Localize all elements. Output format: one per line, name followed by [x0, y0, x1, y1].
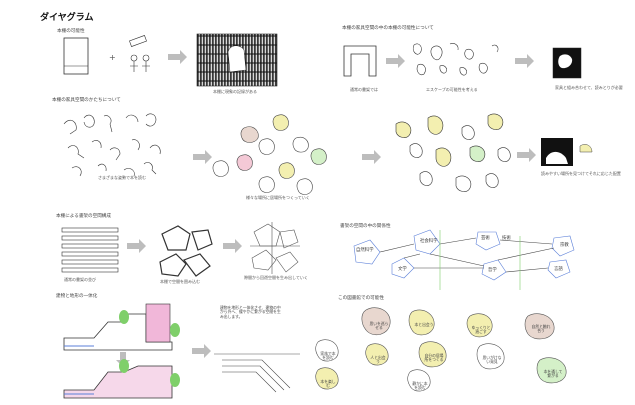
arch-shelf-icon: [344, 46, 376, 76]
blob-label-0: 思いを巡らせる: [368, 322, 390, 331]
blob-label-9: 本を楽しむ: [319, 380, 337, 389]
blob-label-2: ゆっくりと過ごす: [471, 326, 491, 335]
blob-label-1: 本と出会う: [414, 323, 434, 327]
blob-label-5: 人と出会う: [369, 356, 387, 365]
blob-label-8: 本を通して繋がる: [542, 370, 564, 379]
arrow-s1: [168, 50, 187, 64]
blob-label-7: 思いがけない発見: [482, 356, 502, 365]
pink-building-top: [146, 304, 170, 342]
parallel-shelves: [62, 228, 118, 272]
contour-lines: [222, 360, 290, 392]
possibility-blobs: [316, 308, 566, 391]
blob-label-6: 自分の居場所をつくる: [424, 354, 444, 363]
blob-label-4: 家族で本を読む: [319, 352, 337, 361]
arrow-s3c: [517, 148, 536, 162]
reading-postures-sketch: [64, 114, 160, 176]
arrow-s4b: [223, 239, 242, 253]
terrain-section-top: [64, 304, 180, 350]
reading-people-icon: [129, 35, 150, 72]
blob-label-3: 自然と触れ合う: [530, 325, 552, 334]
colored-blob-cluster: [213, 115, 326, 195]
arrow-s6-right: [192, 344, 211, 358]
relations-network: [354, 230, 574, 290]
svg-text:+: +: [109, 53, 116, 62]
enclosed-polygons: [160, 226, 212, 276]
blob-label-10: 静かに本を読む: [411, 382, 429, 391]
terrain-section-bottom: [64, 359, 180, 398]
scattered-furniture-icon: [413, 43, 498, 75]
circulation-network: [250, 222, 300, 274]
book-icon-block: [64, 38, 88, 74]
arrow-s3a: [193, 150, 212, 164]
arrow-s2a: [386, 54, 405, 68]
arrow-s4a: [127, 239, 146, 253]
arrow-s3b: [362, 150, 381, 164]
arrow-s2b: [515, 54, 534, 68]
furniture-pieces-sketch: [396, 114, 510, 192]
